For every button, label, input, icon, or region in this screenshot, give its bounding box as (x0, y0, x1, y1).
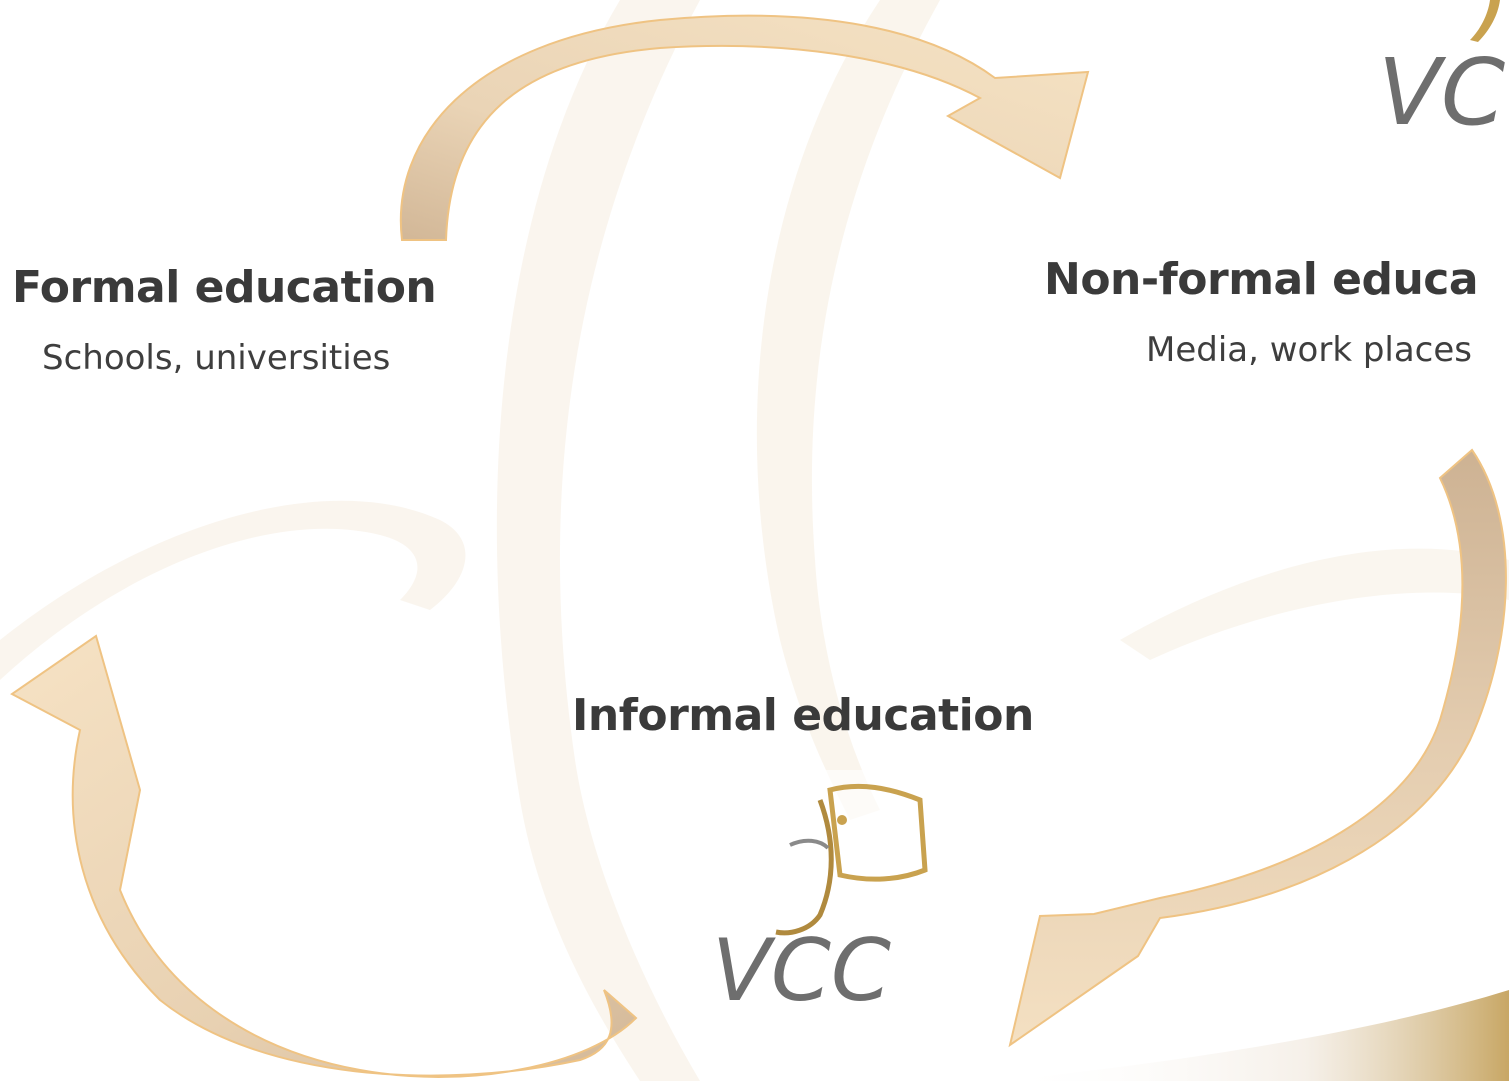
informal-education-title: Informal education (572, 690, 1034, 741)
formal-education-title: Formal education (12, 262, 437, 313)
nonformal-education-subtitle: Media, work places (1146, 330, 1473, 370)
nonformal-education-title: Non-formal educa (1044, 254, 1479, 305)
formal-education-subtitle: Schools, universities (42, 338, 391, 378)
svg-text:VCC: VCC (1378, 39, 1509, 146)
svg-text:VCC: VCC (712, 921, 891, 1021)
